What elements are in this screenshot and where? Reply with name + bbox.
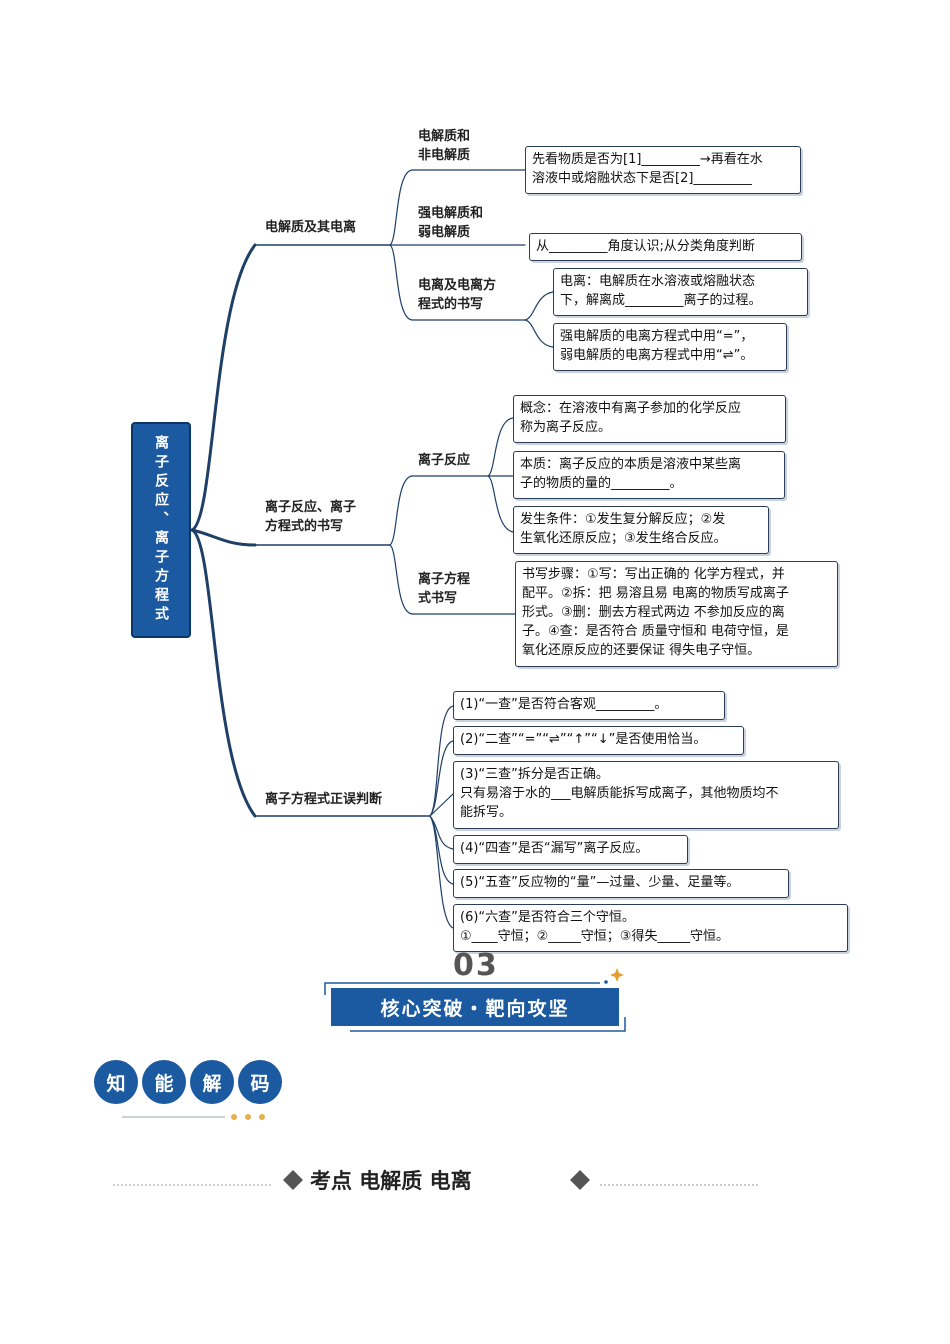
note-check-3: (3)“三查”拆分是否正确。 只有易溶于水的___电解质能拆写成离子，其他物质均…	[453, 761, 839, 829]
note-check-2: (2)“二查”“=”“⇌”“↑”“↓”是否使用恰当。	[453, 726, 744, 755]
branch-electrolyte-label: 电解质及其电离	[265, 220, 357, 235]
sub-ionization-equation: 电离及电离方 程式的书写	[418, 278, 497, 312]
sub-ionic-equation-writing: 离子方程 式书写	[418, 572, 471, 606]
note-ionization-equation-symbols: 强电解质的电离方程式中用“=”， 弱电解质的电离方程式中用“⇌”。	[553, 323, 787, 371]
section-banner: 核心突破・靶向攻坚	[331, 988, 619, 1026]
badge-char-4: 码	[238, 1060, 282, 1104]
topic-title: 考点 电解质 电离	[310, 1169, 472, 1193]
section-number: 03	[453, 948, 499, 983]
badge-char-1: 知	[94, 1060, 138, 1104]
note-electrolyte-check: 先看物质是否为[1]_________→再看在水 溶液中或熔融状态下是否[2]_…	[525, 146, 801, 194]
note-ionic-reaction-conditions: 发生条件：①发生复分解反应；②发 生氧化还原反应；③发生络合反应。	[513, 506, 769, 554]
note-ionic-reaction-concept: 概念：在溶液中有离子参加的化学反应 称为离子反应。	[513, 395, 786, 443]
badge-char-3: 解	[190, 1060, 234, 1104]
note-ionic-equation-steps: 书写步骤：①写：写出正确的 化学方程式，并 配平。②拆：把 易溶且易 电离的物质…	[515, 561, 838, 667]
note-check-5: (5)“五查”反应物的“量”—过量、少量、足量等。	[453, 869, 789, 898]
note-check-1: (1)“一查”是否符合客观_________。	[453, 691, 725, 720]
badge-char-2: 能	[142, 1060, 186, 1104]
branch-equation-judgement-label: 离子方程式正误判断	[265, 792, 383, 807]
sub-electrolyte-nonelectrolyte: 电解质和 非电解质	[418, 129, 471, 163]
note-strong-weak-angle: 从_________角度认识;从分类角度判断	[529, 233, 802, 261]
root-label: 离子反应、离子方程式	[153, 435, 169, 625]
note-check-4: (4)“四查”是否“漏写”离子反应。	[453, 835, 688, 864]
sub-strong-weak-electrolyte: 强电解质和 弱电解质	[418, 206, 484, 240]
note-ionization-definition: 电离：电解质在水溶液或熔融状态 下，解离成_________离子的过程。	[553, 268, 808, 316]
note-check-6: (6)“六查”是否符合三个守恒。 ①____守恒；②_____守恒；③得失___…	[453, 904, 848, 952]
branch-ionic-reaction-label: 离子反应、离子 方程式的书写	[265, 500, 357, 534]
sub-ionic-reaction: 离子反应	[418, 453, 471, 468]
mindmap-root: 离子反应、离子方程式	[131, 422, 191, 638]
note-ionic-reaction-essence: 本质：离子反应的本质是溶液中某些离 子的物质的量的_________。	[513, 451, 785, 499]
